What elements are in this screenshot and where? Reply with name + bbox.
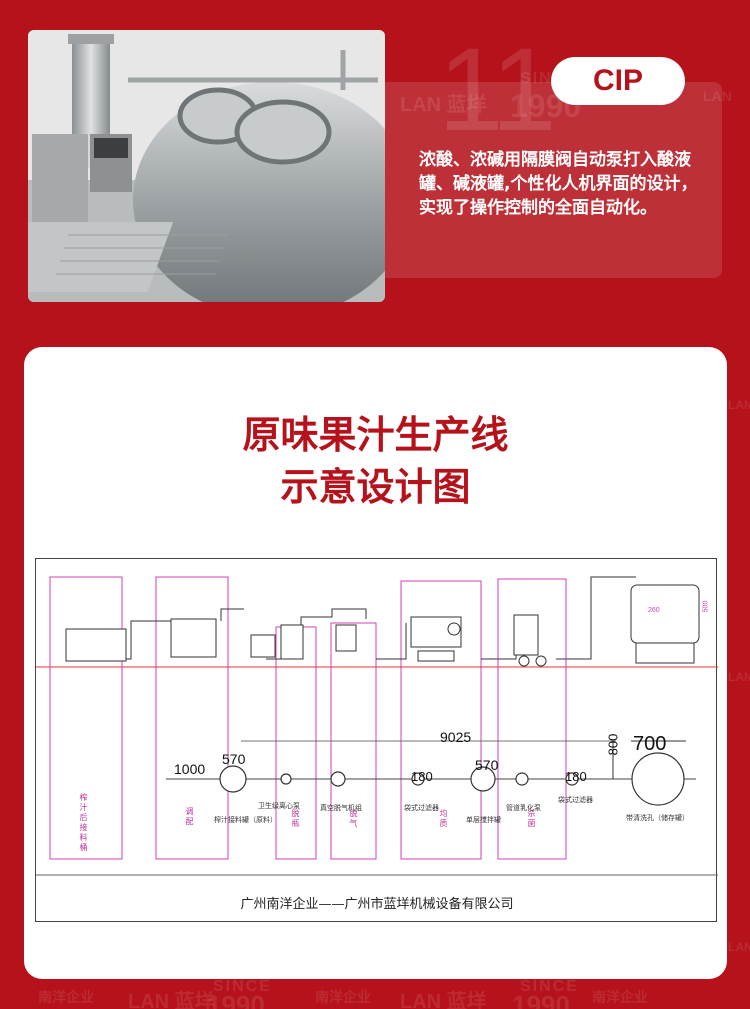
watermark-logo-side: LAN	[728, 398, 750, 412]
dim-500: 500	[702, 600, 710, 613]
zone-label: 调配	[185, 807, 194, 827]
cip-description: 浓酸、浓碱用隔膜阀自动泵打入酸液罐、碱液罐,个性化人机界面的设计，实现了操作控制…	[419, 150, 698, 218]
watermark-logo: LAN	[703, 88, 732, 104]
equipment-label: 袋式过滤器	[404, 804, 439, 812]
equipment-photo	[28, 30, 385, 302]
equipment-label: 单层搅拌罐	[466, 816, 501, 824]
cip-tank-illustration	[28, 30, 385, 302]
watermark-logo: LAN 蓝垟	[400, 94, 487, 116]
watermark-year-bottom: 1990	[512, 990, 570, 1009]
watermark-company-mark: 南洋企业	[38, 989, 94, 1005]
equipment-label: 带清洗孔（储存罐）	[626, 814, 689, 822]
zone-label: 均质	[439, 809, 448, 829]
production-line-diagram: 9025 1000 570 180 570 180 700 800 260 50…	[35, 558, 718, 922]
diagram-footer: 广州南洋企业——广州市蓝垟机械设备有限公司	[240, 897, 514, 912]
dim-700: 700	[633, 733, 667, 755]
diagram-drawing	[36, 576, 718, 876]
dim-1000: 1000	[174, 761, 206, 777]
dim-180-a: 180	[411, 769, 433, 784]
card-title-line2: 示意设计图	[280, 465, 471, 509]
zone-label: 榨汁后接料桶	[79, 793, 88, 853]
watermark-since-bottom: SINCE	[213, 978, 272, 995]
dim-total: 9025	[440, 729, 472, 745]
cip-info-card	[385, 82, 722, 278]
zone-label: 脱瓶	[291, 809, 300, 829]
dim-260: 260	[648, 607, 660, 614]
zone-label: 杀菌	[527, 809, 536, 829]
cip-badge: CIP	[551, 57, 685, 105]
watermark-logo-side: LAN	[728, 940, 750, 954]
dim-180-b: 180	[565, 769, 587, 784]
watermark-year-bottom: 1990	[207, 990, 265, 1009]
watermark-logo-side: LAN	[728, 670, 750, 684]
equipment-label: 袋式过滤器	[558, 796, 593, 804]
dim-570-a: 570	[222, 751, 246, 767]
card-title-line1: 原味果汁生产线	[242, 413, 509, 457]
equipment-label: 卫生级离心泵	[258, 802, 300, 810]
equipment-label: 真空脱气机组	[320, 804, 362, 812]
watermark-logo-bottom: LAN 蓝垟	[400, 991, 487, 1009]
watermark-number: 11	[438, 24, 556, 156]
watermark-company-mark: 南洋企业	[315, 989, 371, 1005]
watermark-company-mark: 南洋企业	[592, 989, 648, 1005]
watermark-since-bottom: SINCE	[520, 978, 579, 995]
dim-800: 800	[605, 733, 621, 756]
dim-570-b: 570	[475, 757, 499, 773]
watermark-logo-bottom: LAN 蓝垟	[128, 991, 215, 1009]
zone-label: 脱气	[349, 809, 358, 829]
equipment-label: 管道乳化泵	[506, 804, 541, 812]
equipment-label: 榨汁接料罐（原料）	[214, 816, 277, 824]
